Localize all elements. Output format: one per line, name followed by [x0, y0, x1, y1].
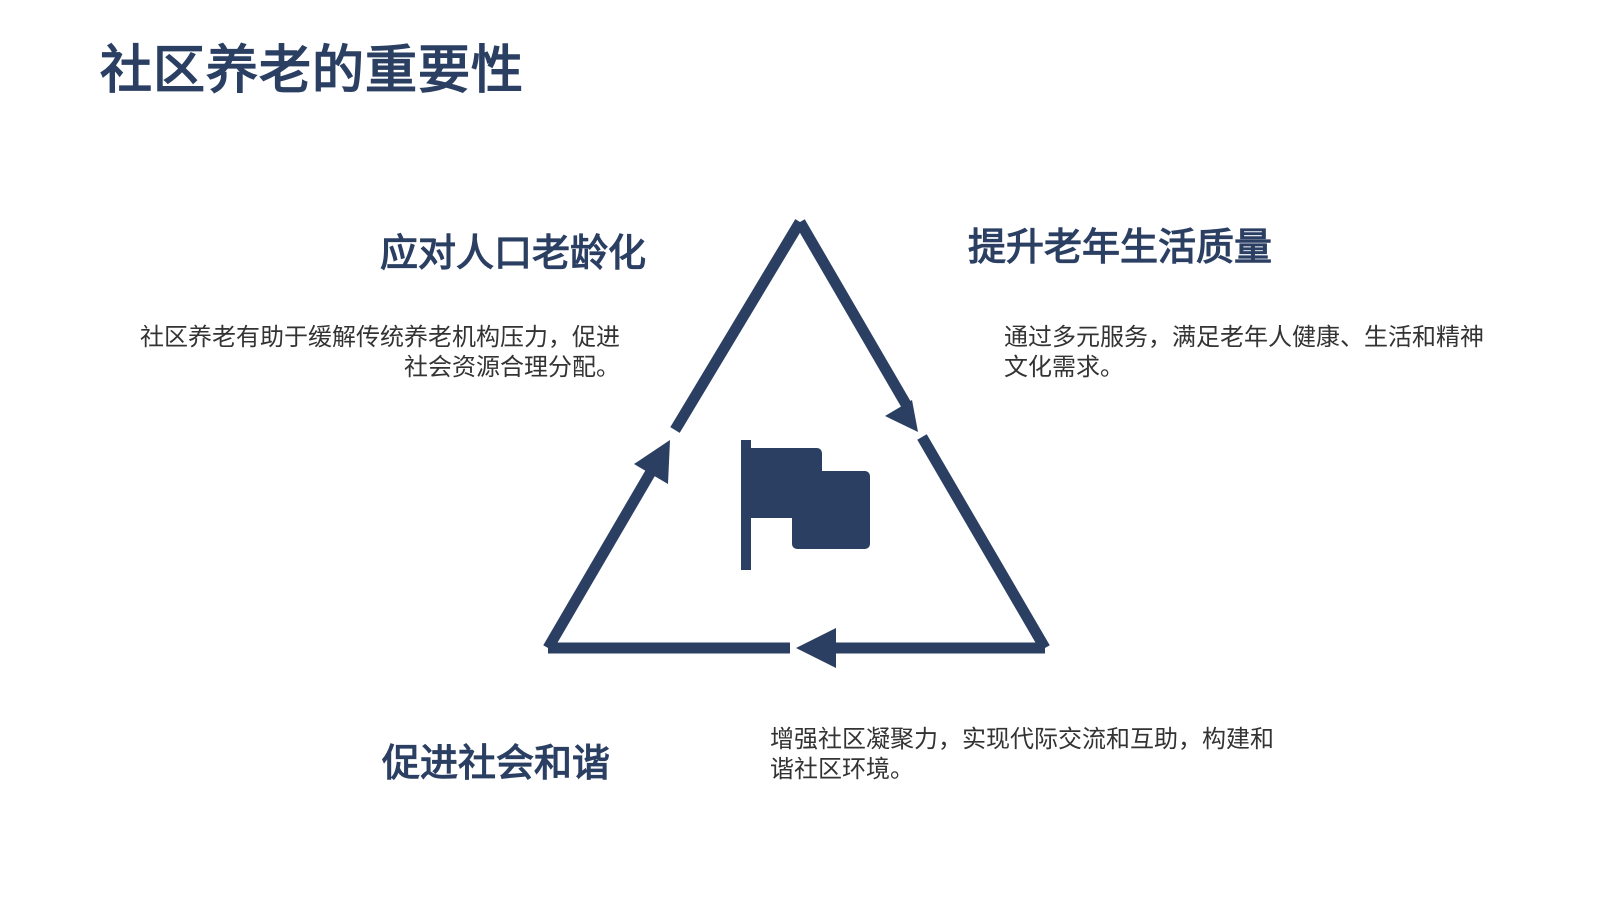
- triangle-edge-right-lower: [917, 434, 1050, 651]
- arrow-head-right-icon: [885, 400, 918, 432]
- arrow-head-bottom-icon: [796, 628, 836, 668]
- arrow-head-left-icon: [634, 440, 670, 484]
- triangle-edge-right-upper: [795, 219, 912, 409]
- triangle-edge-left-lower: [543, 467, 657, 651]
- point-text-aging: 社区养老有助于缓解传统养老机构压力，促进社会资源合理分配。: [140, 323, 620, 381]
- flag-icon: [741, 440, 870, 570]
- triangle-edge-left-upper: [670, 219, 805, 433]
- point-title-quality-of-life: 提升老年生活质量: [968, 225, 1273, 269]
- point-title-social-harmony: 促进社会和谐: [382, 741, 611, 785]
- point-title-aging: 应对人口老龄化: [380, 231, 647, 275]
- point-text-quality-of-life: 通过多元服务，满足老年人健康、生活和精神文化需求。: [1004, 323, 1484, 381]
- point-text-social-harmony: 增强社区凝聚力，实现代际交流和互助，构建和谐社区环境。: [770, 725, 1274, 783]
- slide-title: 社区养老的重要性: [100, 41, 525, 101]
